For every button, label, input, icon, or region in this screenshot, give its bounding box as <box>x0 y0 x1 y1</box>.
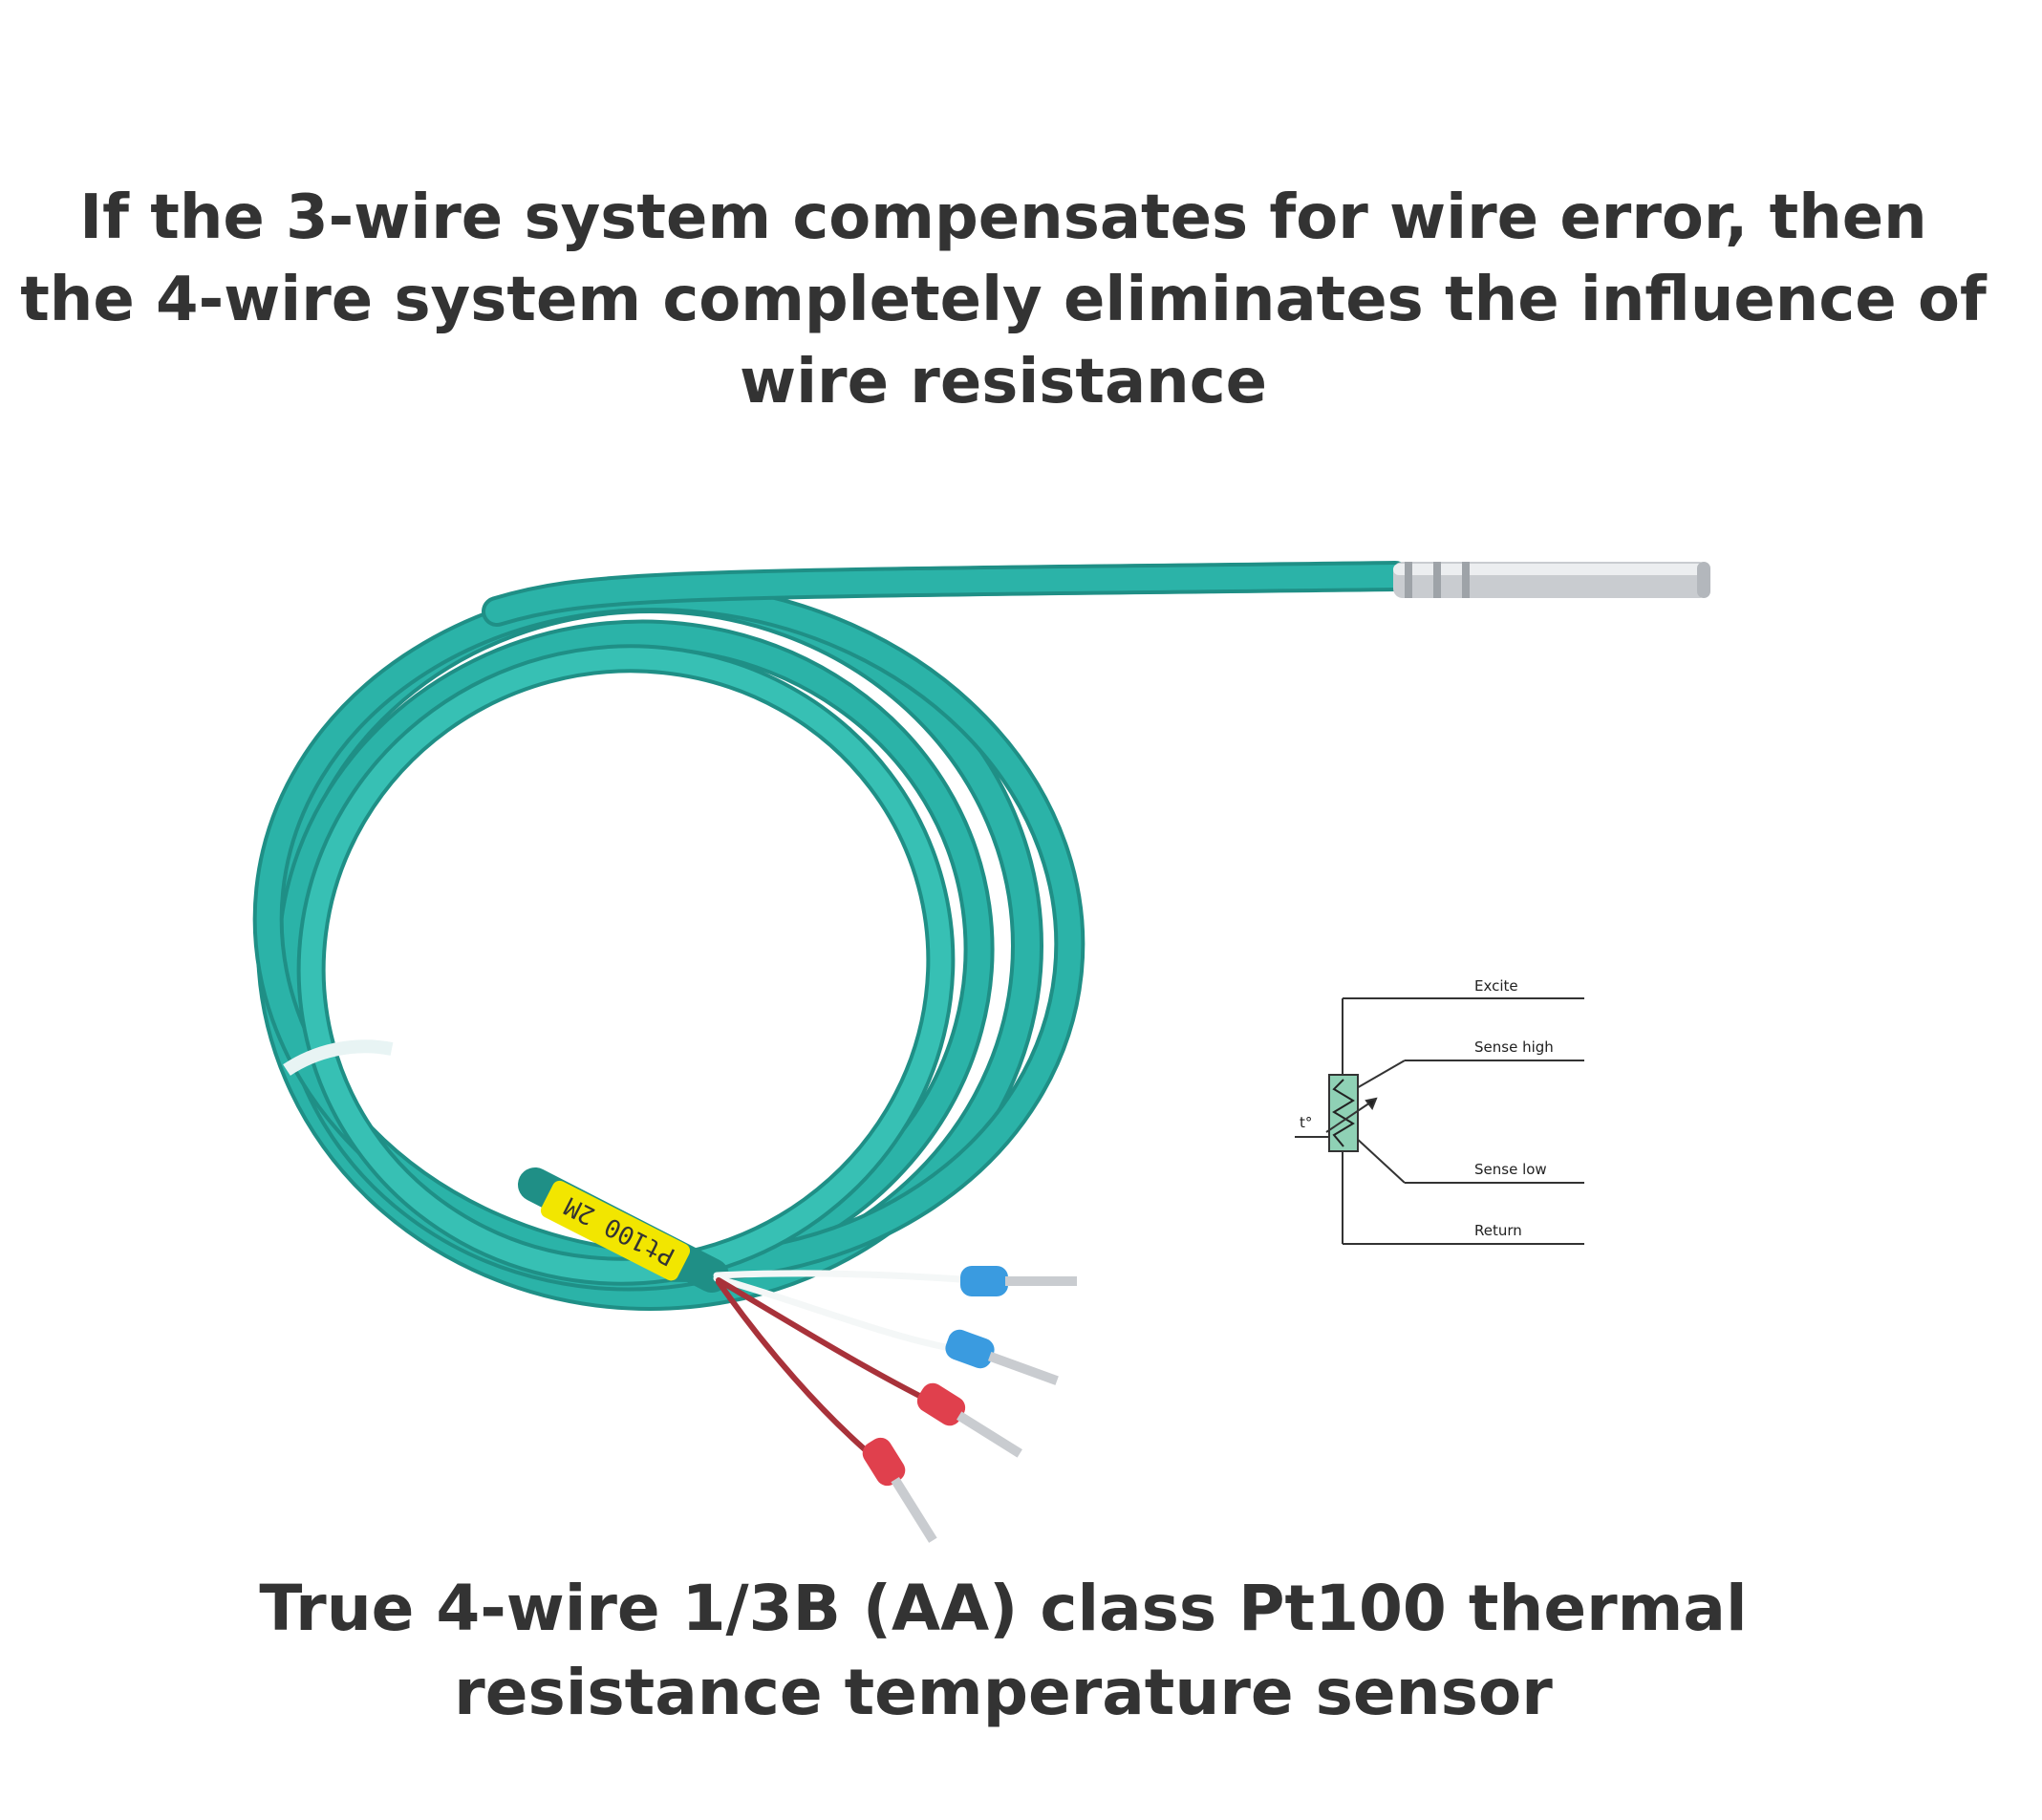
lead-wires <box>713 1270 978 1465</box>
headline: If the 3-wire system compensates for wir… <box>20 182 1987 418</box>
ferrule-red-1 <box>916 1382 1022 1458</box>
label-sense-low: Sense low <box>1474 1161 1547 1178</box>
label-temp-symbol: t° <box>1300 1114 1312 1131</box>
cable-tail <box>482 561 1410 627</box>
label-return: Return <box>1474 1222 1522 1239</box>
four-wire-diagram <box>1295 997 1584 1245</box>
label-sense-high: Sense high <box>1474 1038 1554 1056</box>
ferrule-blue-1 <box>960 1266 1077 1296</box>
cable-coil <box>252 581 1085 1311</box>
cable-tie <box>283 1039 394 1076</box>
product-caption: True 4-wire 1/3B (AA) class Pt100 therma… <box>259 1572 1748 1729</box>
ferrule-blue-2 <box>945 1329 1059 1385</box>
probe-tube <box>1393 562 1710 598</box>
ferrule-red-2 <box>862 1437 937 1543</box>
label-sleeve <box>540 1180 691 1281</box>
label-excite: Excite <box>1474 977 1518 995</box>
